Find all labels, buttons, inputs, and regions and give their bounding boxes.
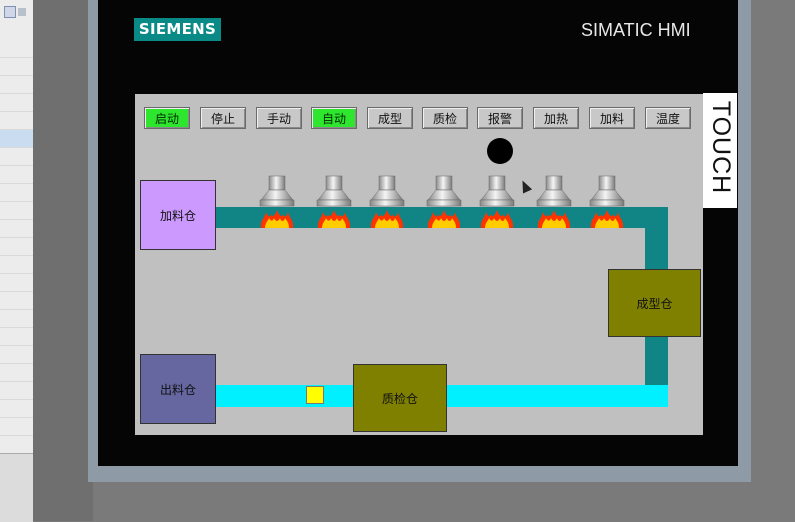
burner-flame-icon: [259, 175, 295, 228]
burner-flame-icon: [589, 175, 625, 228]
stop-button[interactable]: 停止: [200, 107, 246, 129]
tree-row[interactable]: [0, 202, 33, 220]
burner-flame-icon: [426, 175, 462, 228]
tree-row[interactable]: [0, 94, 33, 112]
tree-row[interactable]: [0, 238, 33, 256]
tree-row[interactable]: [0, 274, 33, 292]
tree-row[interactable]: [0, 292, 33, 310]
right-pipe-upper: [645, 207, 668, 270]
product-name: SIMATIC HMI: [581, 20, 691, 40]
manual-button[interactable]: 手动: [256, 107, 302, 129]
product-block-icon: [306, 386, 324, 404]
siemens-logo: SIEMENS: [134, 18, 221, 41]
project-tree-panel: [0, 0, 34, 521]
toolbar-icon[interactable]: [4, 6, 16, 18]
tree-row[interactable]: [0, 166, 33, 184]
molding-tank[interactable]: 成型仓: [608, 269, 701, 337]
tree-row[interactable]: [0, 400, 33, 418]
inspect-button[interactable]: 质检: [422, 107, 468, 129]
tree-row[interactable]: [0, 130, 33, 148]
tree-row[interactable]: [0, 112, 33, 130]
tree-row[interactable]: [0, 40, 33, 58]
touch-text: TOUCH: [707, 100, 735, 195]
burner-flame-icon: [316, 175, 352, 228]
tree-row[interactable]: [0, 148, 33, 166]
tree-row[interactable]: [0, 418, 33, 436]
burner-flame-icon: [369, 175, 405, 228]
tree-row[interactable]: [0, 184, 33, 202]
right-pipe-lower: [645, 337, 668, 386]
tree-row[interactable]: [0, 310, 33, 328]
tree-row[interactable]: [0, 382, 33, 400]
burner-flame-icon: [479, 175, 515, 228]
tree-row[interactable]: [0, 220, 33, 238]
tree-row[interactable]: [0, 58, 33, 76]
burner-flame-icon: [536, 175, 572, 228]
details-panel: [0, 453, 33, 522]
toolbar-icon[interactable]: [18, 8, 26, 16]
feed-button[interactable]: 加料: [589, 107, 635, 129]
tree-row[interactable]: [0, 346, 33, 364]
alarm-lamp-icon: [487, 138, 513, 164]
temperature-button[interactable]: 温度: [645, 107, 691, 129]
alarm-button[interactable]: 报警: [477, 107, 523, 129]
feed-tank[interactable]: 加料仓: [140, 180, 216, 250]
tree-row[interactable]: [0, 328, 33, 346]
tree-row[interactable]: [0, 256, 33, 274]
heat-button[interactable]: 加热: [533, 107, 579, 129]
workspace-background: [33, 0, 93, 521]
output-tank[interactable]: 出料仓: [140, 354, 216, 424]
inspection-tank[interactable]: 质检仓: [353, 364, 447, 432]
start-button[interactable]: 启动: [144, 107, 190, 129]
touch-label: TOUCH: [703, 93, 737, 208]
tree-row[interactable]: [0, 364, 33, 382]
tree-row[interactable]: [0, 76, 33, 94]
forming-button[interactable]: 成型: [367, 107, 413, 129]
auto-button[interactable]: 自动: [311, 107, 357, 129]
